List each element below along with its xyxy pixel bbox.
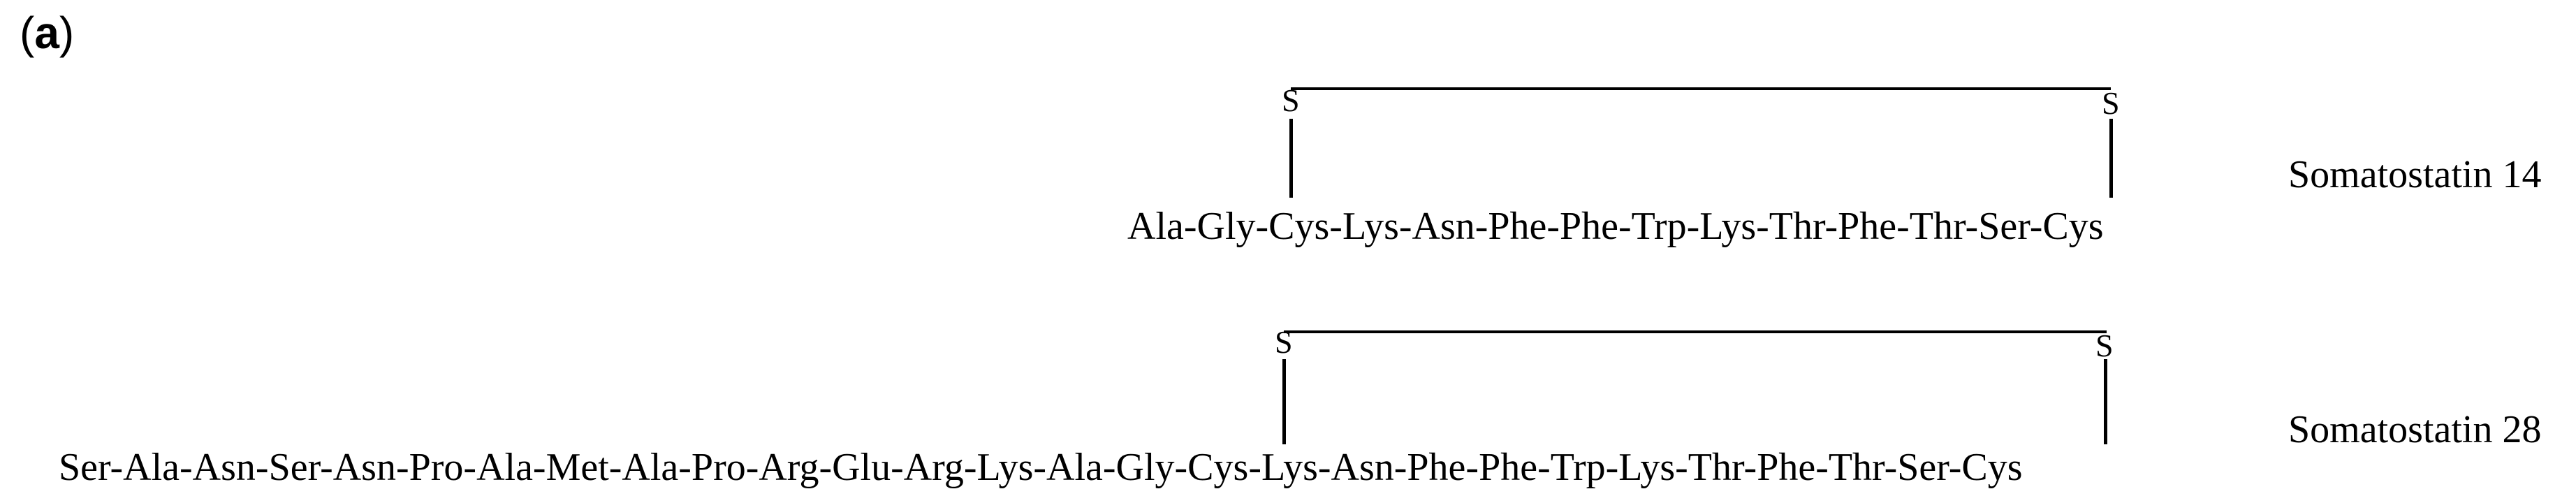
panel-paren-open: ( xyxy=(20,8,35,58)
somatostatin-14-label: Somatostatin 14 xyxy=(2288,153,2542,196)
sulfur-left-14: S xyxy=(1282,82,1300,118)
peptide-sequence-28: Ser-Ala-Asn-Ser-Asn-Pro-Ala-Met-Ala-Pro-… xyxy=(59,446,2023,489)
sulfur-right-28: S xyxy=(2095,328,2114,363)
peptide-sequence-14: Ala-Gly-Cys-Lys-Asn-Phe-Phe-Trp-Lys-Thr-… xyxy=(1127,205,2104,248)
cys-sulfur-bond-right-28 xyxy=(2104,359,2107,444)
somatostatin-28-label: Somatostatin 28 xyxy=(2288,408,2542,451)
cys-sulfur-bond-right-14 xyxy=(2109,119,2113,198)
cys-sulfur-bond-left-28 xyxy=(1282,359,1286,444)
panel-letter: a xyxy=(34,8,59,58)
panel-paren-close: ) xyxy=(59,8,75,58)
cys-sulfur-bond-left-14 xyxy=(1289,119,1293,198)
sulfur-left-28: S xyxy=(1275,324,1293,360)
panel-label: (a) xyxy=(20,7,74,59)
sulfur-right-14: S xyxy=(2102,85,2120,121)
disulfide-bridge-28 xyxy=(1284,330,2107,333)
disulfide-bridge-14 xyxy=(1291,87,2111,90)
